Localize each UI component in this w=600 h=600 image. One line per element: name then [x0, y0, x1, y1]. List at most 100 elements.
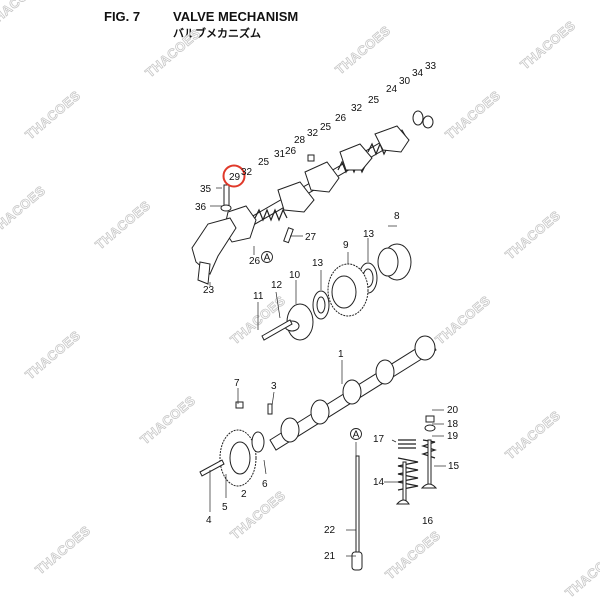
callout: 11: [253, 291, 264, 302]
callout: 1: [338, 349, 344, 360]
push-rod: [355, 455, 360, 557]
gear-bolt: [199, 459, 225, 477]
thrust-washer-hole: [316, 296, 326, 314]
callout-highlighted: 29: [229, 172, 241, 183]
camshaft-journal: [414, 335, 436, 361]
rocker-end-support: [191, 217, 237, 275]
callout: 14: [373, 477, 385, 488]
watermark: THACOES: [382, 528, 443, 583]
watermark: THACOES: [22, 328, 83, 383]
callout: 27: [305, 232, 317, 243]
watermark: THACOES: [332, 23, 393, 78]
callout: 21: [324, 551, 336, 562]
idler-gear-hub: [331, 275, 357, 309]
watermark: THACOES: [22, 88, 83, 143]
callout: 36: [195, 202, 207, 213]
rocker-support-leg: [197, 261, 211, 285]
callout: 35: [200, 184, 212, 195]
camshaft-gear-hub: [229, 441, 251, 475]
callout: 2: [241, 489, 247, 500]
watermark: THACOES: [92, 198, 153, 253]
callout-labels: 35 36 29 32 25 31 26 28 32 25 26 32 25 2…: [195, 61, 460, 562]
intake-valve-stem: [427, 439, 432, 489]
ref-marker-label: A: [353, 430, 360, 441]
callout: 16: [422, 516, 434, 527]
watermark: THACOES: [32, 523, 93, 578]
callout: 4: [206, 515, 212, 526]
callout: 32: [241, 167, 253, 178]
callout: 34: [412, 68, 424, 79]
watermark: THACOES: [227, 488, 288, 543]
callout: 19: [447, 431, 459, 442]
figure-title: VALVE MECHANISM: [173, 9, 299, 24]
camshaft-lobe: [342, 379, 362, 405]
nut: [307, 154, 315, 162]
callout: 25: [258, 157, 270, 168]
watermark: THACOES: [502, 408, 563, 463]
figure-subtitle: バルブメカニズム: [173, 28, 261, 40]
valve-cotter: [424, 424, 436, 432]
adjusting-screw: [283, 227, 294, 244]
callout: 9: [343, 240, 349, 251]
callout: 10: [289, 270, 301, 281]
ref-marker-label: A: [264, 253, 271, 264]
watermark: THACOES: [442, 88, 503, 143]
shaft-washer: [412, 110, 424, 126]
intake-valve-head: [420, 483, 438, 489]
callout: 30: [399, 76, 411, 87]
thrust-plate: [251, 431, 265, 453]
rocker-arm: [304, 161, 340, 193]
watermark: THACOES: [142, 26, 203, 81]
camshaft-lobe: [375, 359, 395, 385]
ref-marker-bottom: A: [350, 428, 362, 441]
leader-line: [391, 439, 397, 443]
watermark: THACOES: [562, 546, 600, 600]
callout: 22: [324, 525, 336, 536]
shaft-spring: [254, 208, 288, 222]
watermark: THACOES: [0, 183, 48, 238]
washer: [220, 204, 232, 212]
ref-marker-circle: [261, 251, 273, 263]
highlight-ring: [222, 164, 246, 188]
callout: 7: [234, 378, 240, 389]
callout: 13: [363, 229, 375, 240]
callout: 28: [294, 135, 306, 146]
callout: 26: [249, 256, 261, 267]
ref-marker-circle: [350, 428, 362, 440]
shaft-washer: [422, 115, 434, 129]
callout: 26: [335, 113, 347, 124]
callout: 25: [368, 95, 380, 106]
callout: 23: [203, 285, 215, 296]
bushing-face: [377, 247, 399, 277]
callout: 5: [222, 502, 228, 513]
figure-label: FIG. 7: [104, 9, 141, 24]
camshaft-lobe: [310, 399, 330, 425]
callout: 20: [447, 405, 459, 416]
callout: 25: [320, 122, 332, 133]
leader-line: [263, 459, 267, 475]
exhaust-valve-stem: [402, 461, 407, 505]
watermark: THACOES: [137, 393, 198, 448]
callout: 15: [448, 461, 460, 472]
valve-spring-cap: [398, 439, 416, 449]
callout: 24: [386, 84, 398, 95]
key: [267, 403, 273, 415]
rocker-arm: [277, 181, 315, 213]
watermark: THACOES: [0, 0, 45, 30]
callout: 32: [307, 128, 319, 139]
idler-bolt: [261, 319, 293, 341]
callout: 12: [271, 280, 283, 291]
leader-lines: [209, 187, 446, 557]
callout: 17: [373, 434, 385, 445]
callout: 32: [351, 103, 363, 114]
idler-gear-assembly: [261, 243, 412, 341]
callout: 13: [312, 258, 324, 269]
watermark: THACOES: [502, 208, 563, 263]
camshaft-lobe: [280, 417, 300, 443]
watermark: THACOES: [432, 293, 493, 348]
valve-spring: [397, 457, 419, 491]
tappet: [351, 551, 363, 571]
ref-marker-top: A: [261, 251, 273, 264]
